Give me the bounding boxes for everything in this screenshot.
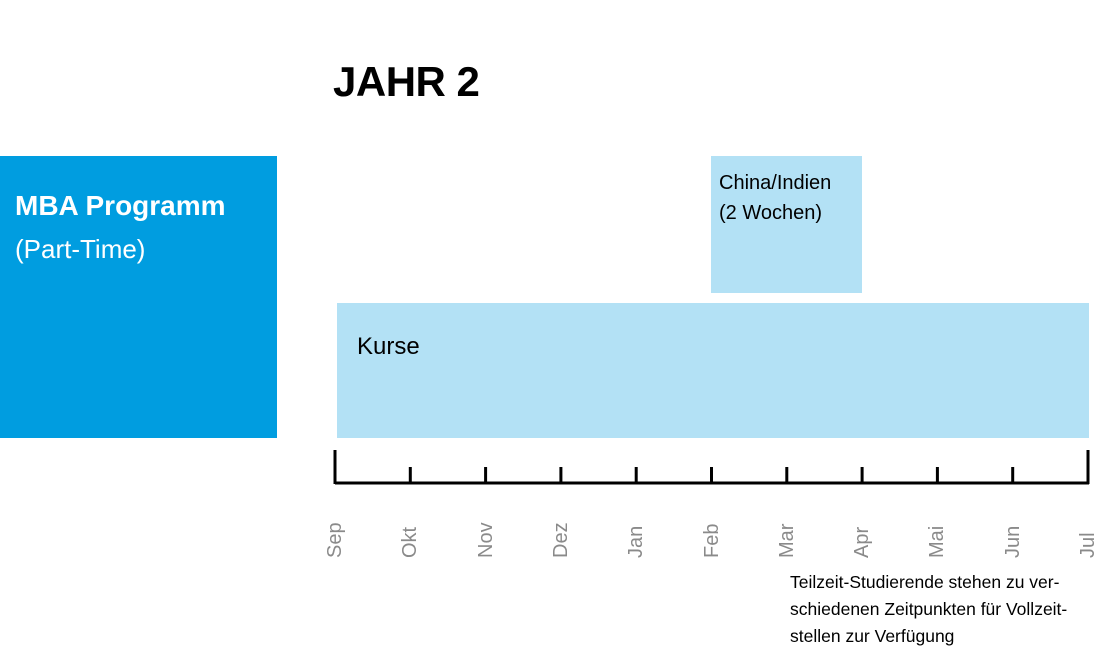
china-india-label-line2: (2 Wochen)	[719, 202, 823, 224]
program-name: MBA Programm	[15, 190, 226, 221]
month-label: Feb	[700, 523, 723, 558]
month-label: Okt	[399, 526, 422, 558]
china-india-label-line1: China/Indien	[719, 172, 832, 194]
month-label: Mar	[775, 523, 798, 558]
timeline-ticks	[333, 450, 1090, 484]
month-label: Jul	[1077, 532, 1099, 558]
page-title: JAHR 2	[333, 58, 480, 105]
month-label: Dez	[549, 522, 572, 558]
month-label: Apr	[851, 526, 874, 558]
china-india-bar	[711, 156, 862, 293]
month-label: Sep	[324, 522, 346, 558]
month-label: Jun	[1001, 525, 1024, 558]
availability-note: Teilzeit-Studierende stehen zu ver-schie…	[790, 572, 1068, 646]
china-india-label: China/Indien (2 Wochen)	[719, 168, 831, 228]
month-label: Nov	[474, 522, 497, 558]
month-label: Jan	[625, 525, 648, 558]
courses-label: Kurse	[357, 333, 420, 360]
courses-bar	[337, 303, 1089, 438]
month-label: Mai	[926, 525, 949, 558]
program-box	[0, 156, 277, 438]
program-subtitle: (Part-Time)	[15, 234, 146, 264]
